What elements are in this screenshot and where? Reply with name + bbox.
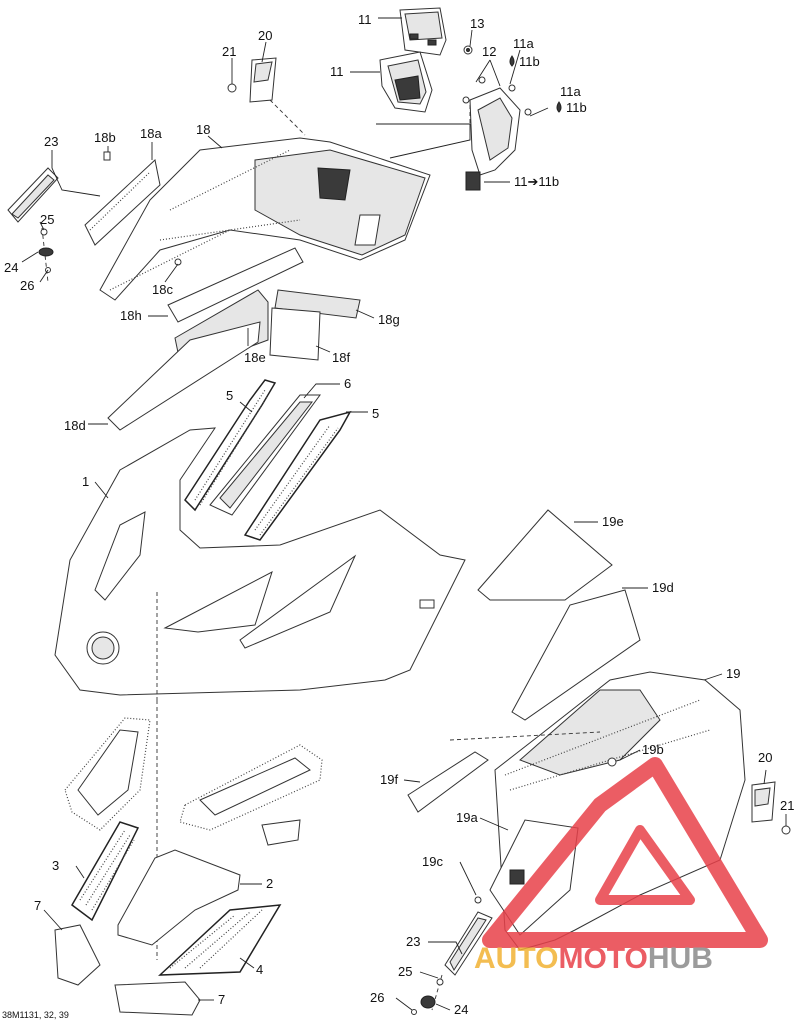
part-21-screw-top: [227, 83, 237, 93]
part-23-handle-right: [444, 911, 493, 976]
part-6-insert: [209, 394, 321, 516]
part-18-cowl: [99, 137, 431, 301]
callout-labels: 11 13 11a 11b 21 20 11 12 11a 11b 11➔11b…: [4, 12, 794, 1017]
part-19e-decal: [477, 509, 613, 601]
part-19d-decal: [511, 589, 641, 721]
part-18g-decal: [274, 289, 361, 319]
callout-19: 19: [726, 666, 740, 681]
callout-11: 11: [330, 64, 344, 79]
callout-3: 3: [52, 858, 59, 873]
callout-11b: 11b: [566, 100, 587, 115]
part-25-24-26-left-hardware: [38, 227, 54, 283]
callout-18e: 18e: [244, 350, 266, 365]
callout-1: 1: [82, 474, 89, 489]
part-11-top: [399, 7, 447, 56]
callout-21: 21: [780, 798, 794, 813]
callout-21: 21: [222, 44, 236, 59]
part-18a-trim: [84, 159, 161, 246]
callout-12: 12: [482, 44, 496, 59]
callout-18: 18: [196, 122, 210, 137]
callout-6: 6: [344, 376, 351, 391]
callout-18f: 18f: [332, 350, 350, 365]
callout-drop-11b-mid: 11b: [556, 100, 587, 115]
part-5-vent-a: [184, 379, 277, 512]
part-18c-pin: [174, 258, 182, 266]
callout-26: 26: [20, 278, 34, 293]
callout-18b: 18b: [94, 130, 116, 145]
callout-11-to-11b: 11➔11b: [514, 174, 559, 189]
callout-5: 5: [372, 406, 379, 421]
callout-20: 20: [258, 28, 272, 43]
callout-24: 24: [4, 260, 18, 275]
callout-18a: 18a: [140, 126, 162, 141]
part-5-vent-b: [243, 410, 352, 541]
callout-25: 25: [40, 212, 54, 227]
callout-19a: 19a: [456, 810, 478, 825]
part-20-clip-right: [751, 781, 776, 823]
callout-2: 2: [266, 876, 273, 891]
callout-11b: 11b: [519, 54, 540, 69]
part-11-lens-housing: [379, 51, 433, 113]
part-19c-clip: [474, 896, 482, 904]
part-25-24-26-right-hardware: [411, 974, 444, 1015]
part-19f-strip: [407, 751, 489, 813]
callout-19b: 19b: [642, 742, 664, 757]
watermark-logo: AUTOMOTOHUB: [474, 757, 768, 975]
callout-5: 5: [226, 388, 233, 403]
callout-18h: 18h: [120, 308, 142, 323]
callout-20: 20: [758, 750, 772, 765]
part-21-screw-right: [781, 825, 791, 835]
callout-19d: 19d: [652, 580, 674, 595]
watermark-triangle-outer: [482, 757, 768, 948]
part-18b-bolt: [103, 151, 111, 161]
callout-7: 7: [218, 992, 225, 1007]
callout-18c: 18c: [152, 282, 173, 297]
callout-24: 24: [454, 1002, 468, 1017]
callout-11a: 11a: [560, 84, 581, 99]
part-hood-opening-left: [64, 717, 151, 831]
callout-11: 11: [358, 12, 372, 27]
callout-7: 7: [34, 898, 41, 913]
part-3-grille: [71, 821, 140, 922]
part-18f-panel: [269, 307, 321, 361]
part-20-clip-top: [249, 57, 277, 103]
callout-26: 26: [370, 990, 384, 1005]
part-hood-opening-right: [179, 744, 323, 846]
part-1-hood: [54, 427, 466, 696]
callout-drop-11b-top: 11b: [509, 54, 540, 69]
part-23-handle-left: [7, 167, 59, 223]
watermark-word-auto: AUTO: [474, 942, 558, 975]
callout-19f: 19f: [380, 772, 398, 787]
callout-18d: 18d: [64, 418, 86, 433]
part-19b-fastener: [607, 757, 617, 767]
callout-4: 4: [256, 962, 263, 977]
part-18h-strip: [167, 247, 304, 323]
part-7-trim-left: [54, 924, 101, 986]
callout-19e: 19e: [602, 514, 624, 529]
watermark-triangle-inner: [595, 825, 695, 905]
part-4-grille: [158, 904, 282, 976]
watermark-text: AUTOMOTOHUB: [474, 942, 713, 975]
part-18d-panel: [107, 321, 261, 431]
part-7-trim-bottom: [114, 981, 201, 1016]
leader-lines: [21, 17, 787, 1011]
drawing-code: 38M1131, 32, 39: [2, 1010, 69, 1020]
callout-23: 23: [406, 934, 420, 949]
callout-19c: 19c: [422, 854, 443, 869]
callout-25: 25: [398, 964, 412, 979]
watermark-word-moto: MOTO: [558, 942, 647, 975]
part-2-panel: [117, 849, 241, 946]
part-13-screw: [463, 45, 473, 55]
callout-13: 13: [470, 16, 484, 31]
callout-23: 23: [44, 134, 58, 149]
watermark-word-hub: HUB: [648, 942, 713, 975]
callout-18g: 18g: [378, 312, 400, 327]
callout-11a: 11a: [513, 36, 534, 51]
part-11-bracket-assembly: [462, 76, 532, 191]
